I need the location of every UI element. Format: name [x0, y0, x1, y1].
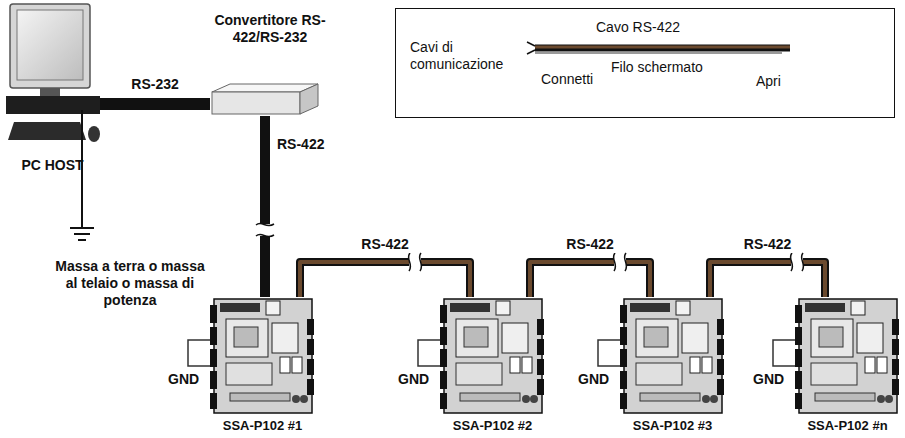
controller-board: SSA-P102 #2	[440, 297, 545, 437]
cable	[100, 104, 210, 105]
node-text: SSA-P102 #1	[210, 418, 315, 434]
inset-cable	[527, 42, 790, 54]
pin-name: GND	[753, 371, 793, 388]
controller-board: SSA-P102 #3	[620, 297, 725, 437]
rs-cable	[300, 262, 470, 297]
signal-name: RS-422	[359, 236, 410, 253]
cable-core	[530, 262, 650, 297]
rs-cable	[100, 98, 210, 110]
converter-illustration	[212, 84, 318, 114]
rs-cable	[530, 262, 650, 297]
rs-cable	[260, 116, 270, 297]
cable-core	[300, 262, 470, 297]
pin-name: GND	[578, 371, 618, 388]
pc-illustration	[6, 4, 100, 142]
node-text: Convertitore RS-422/RS-232	[210, 12, 330, 46]
cable	[265, 116, 266, 297]
cable	[530, 262, 650, 297]
pin-name: GND	[398, 371, 438, 388]
signal-name: RS-422	[275, 136, 326, 153]
node-text: Filo schermato	[611, 59, 741, 76]
node-text: PC HOST	[5, 157, 100, 174]
controller-board: SSA-P102 #1	[210, 297, 315, 437]
board-illustrations	[210, 299, 899, 413]
signal-name: RS-232	[129, 76, 180, 93]
node-text: Connetti	[541, 71, 621, 88]
node-text: SSA-P102 #3	[620, 418, 725, 434]
node-text: SSA-P102 #2	[440, 418, 545, 434]
cable	[300, 262, 470, 297]
ground-symbol	[70, 110, 94, 240]
rs-cable	[710, 262, 825, 297]
pin-name: GND	[168, 371, 208, 388]
signal-name: RS-422	[742, 236, 793, 253]
node-text: Cavo RS-422	[596, 19, 726, 36]
node-text: Cavi di comunicazione	[410, 39, 520, 73]
node-text: Apri	[756, 73, 816, 90]
cable-inset: Cavi di comunicazione Cavo RS-422Filo sch…	[395, 8, 895, 118]
ground-note: Massa a terra o massa al telaio o massa …	[55, 258, 205, 308]
cable-core	[710, 262, 825, 297]
converter: Convertitore RS-422/RS-232	[210, 12, 330, 116]
pc-host: PC HOST	[5, 5, 100, 180]
controller-board: SSA-P102 #n	[795, 297, 900, 437]
cable	[710, 262, 825, 297]
signal-name: RS-422	[564, 236, 615, 253]
node-text: SSA-P102 #n	[795, 418, 900, 434]
